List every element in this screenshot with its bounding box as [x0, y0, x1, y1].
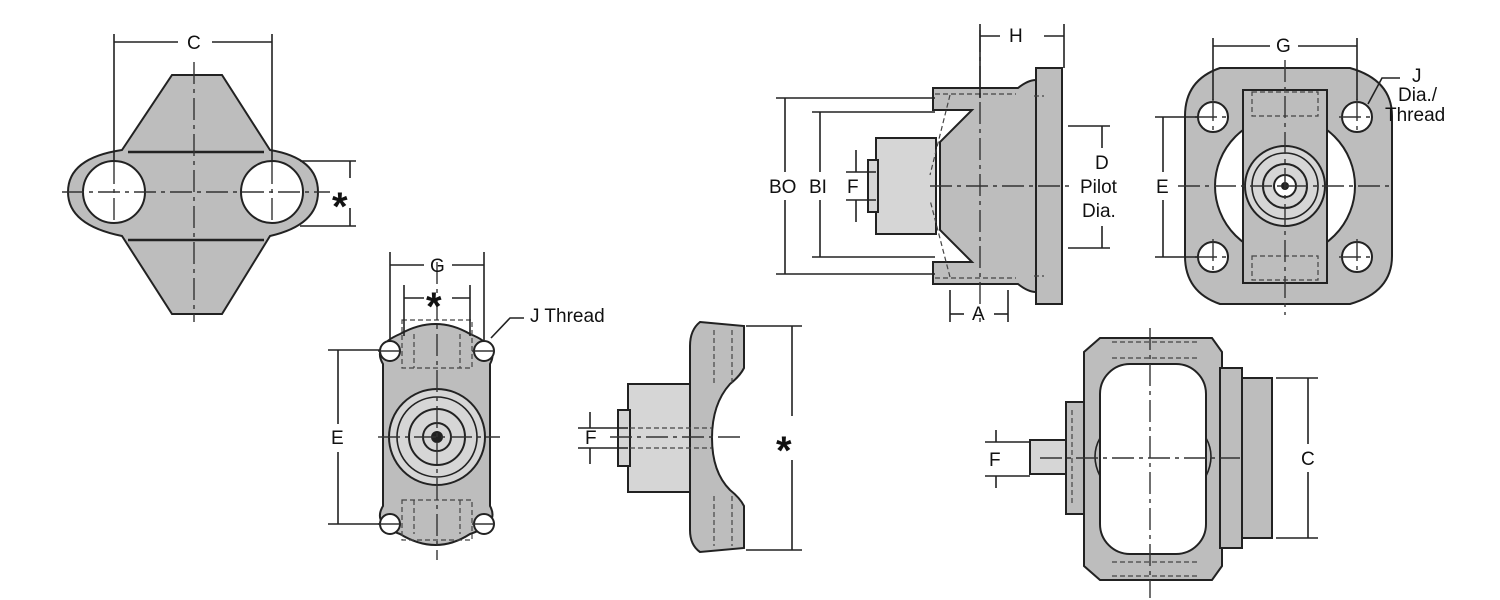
dim-label-f-2: F	[585, 428, 597, 449]
diamond-flange-view: C *	[62, 33, 356, 322]
pilot-boss	[875, 137, 937, 235]
dim-label-pilot: Pilot	[1080, 177, 1118, 198]
narrow-yoke-end-view: G * E J Thread	[328, 252, 605, 560]
dim-label-d: D	[1095, 153, 1109, 174]
diamond-flange-body	[66, 74, 320, 315]
yoke-arc-body	[689, 320, 745, 554]
dim-label-f-3: F	[989, 450, 1001, 471]
dim-label-asterisk-3: *	[776, 429, 792, 473]
cross-yoke-side-view: F C	[985, 328, 1318, 598]
round-flange-end-view: G E J Dia./ Thread	[1155, 36, 1445, 315]
cross-opening	[1099, 363, 1207, 555]
dim-label-j-thread-2: J Thread	[530, 306, 605, 327]
dim-label-j: J	[1412, 66, 1422, 87]
dim-label-g-1: G	[1276, 36, 1291, 57]
end-shaft	[1029, 439, 1071, 475]
yoke-side-profile: F *	[578, 320, 802, 554]
dim-label-j-thread: Thread	[1385, 105, 1445, 126]
dim-label-e-1: E	[1156, 177, 1169, 198]
flange-side-view: H A BO BI F D Pilot Dia.	[769, 24, 1118, 325]
dim-label-pilot-dia: Dia.	[1082, 201, 1116, 222]
dim-label-h: H	[1009, 26, 1023, 47]
dim-label-bo: BO	[769, 177, 796, 198]
dim-label-f-1: F	[847, 177, 859, 198]
dim-label-j-dia: Dia./	[1398, 85, 1438, 106]
dim-label-c: C	[187, 33, 201, 54]
dim-label-c-2: C	[1301, 449, 1315, 470]
step-ring-2	[1241, 377, 1273, 539]
dim-label-g-2: G	[430, 256, 445, 277]
dim-label-e-2: E	[331, 428, 344, 449]
yoke-shaft	[627, 383, 701, 493]
dim-label-asterisk-1: *	[332, 185, 348, 229]
dim-label-bi: BI	[809, 177, 827, 198]
dim-label-a: A	[972, 304, 985, 325]
dim-label-asterisk-2: *	[426, 285, 442, 329]
